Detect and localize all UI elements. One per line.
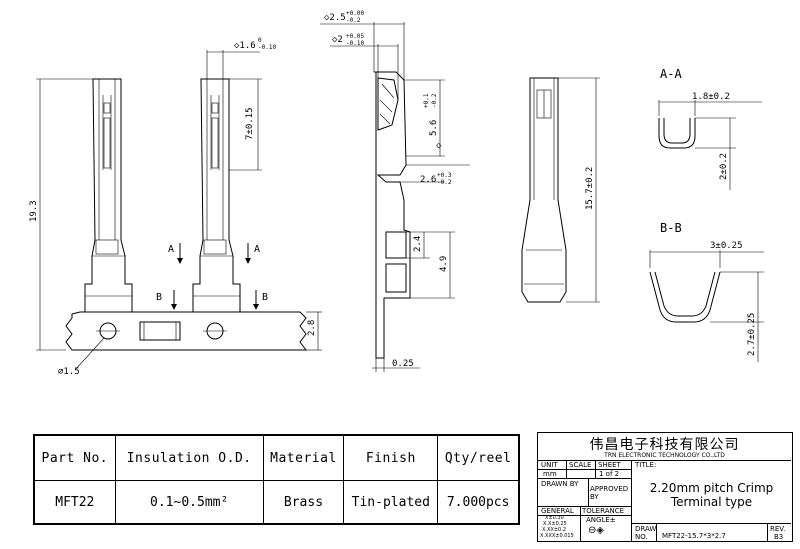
dim-1-6: ◇1.6 [234,41,256,51]
dim-2-6-tol-lower: -0.2 [437,179,452,186]
dim-2-6-tol-upper: +0.3 [437,172,452,179]
section-b-right: B [262,292,268,303]
spec-header-row: Part No. Insulation O.D. Material Finish… [33,434,520,481]
sheet-label: SHEET [598,461,621,469]
header-qty: Qty/reel [437,434,520,481]
dim-2-tol-lower: -0.10 [346,40,364,47]
aa-width: 1.8±0.2 [692,92,730,102]
tol-2: X.X±0.25 [543,521,567,527]
draw-no-label-1: DRAW [635,525,657,533]
section-b-left: B [156,292,162,303]
tol-4: X.XXX±0.015 [540,533,574,539]
title-block: 伟昌电子科技有限公司 TRN ELECTRONIC TECHNOLOGY CO.… [537,432,793,542]
dim-1-5: ⌀1.5 [58,367,80,377]
front-view [36,50,322,371]
rev-value: B3 [774,533,784,541]
angle-label: ANGLE± [586,516,616,524]
side-view [320,22,470,372]
dim-0-25: 0.25 [392,359,414,369]
unit-label: UNIT [541,461,558,469]
dim-2-5: ◇2.5 [324,13,346,23]
draw-no: MFT22-15.7*3*2.7 [662,532,726,540]
company-cn: 伟昌电子科技有限公司 [589,437,740,453]
dim-2-4: 2.4 [413,236,423,252]
rev-label: REV. [770,525,786,533]
dim-2-tol-upper: +0.05 [346,33,364,40]
draw-no-label-2: NO. [635,533,648,541]
projection-symbol-icon: ⊖◈ [588,525,605,536]
cell-material: Brass [262,480,345,525]
cell-part-no: MFT22 [33,480,116,525]
header-finish: Finish [343,434,439,481]
dim-2-5-tol-upper: +0.00 [346,10,364,17]
drawn-by-label: DRAWN BY [541,480,579,488]
tol-1: X±0.30 [545,515,564,521]
scale-label: SCALE [569,461,592,469]
company-en: TRN ELECTRONIC TECHNOLOGY CO.,LTD [604,452,725,459]
dim-5-6: 5.6 [429,120,439,136]
general-label: GENERAL [541,507,574,515]
cell-qty: 7.000pcs [437,480,520,525]
header-material: Material [262,434,345,481]
dim-19-3: 19.3 [29,200,39,222]
section-bb [649,250,764,362]
title-label: TITLE: [635,461,657,469]
dim-7: 7±0.15 [245,107,255,140]
tol-3: X.XX±0.2 [542,527,567,533]
aa-height: 2±0.2 [719,153,729,180]
section-aa [658,100,762,190]
dim-1-6-tol-lower: -0.10 [258,44,276,51]
sheet-value: 1 of 2 [599,470,620,478]
title-line-2: Terminal type [670,495,753,509]
section-a-right: A [254,244,260,255]
section-bb-label: B-B [660,221,682,235]
dim-2-8: 2.8 [307,320,317,336]
dim-2: ◇2 [332,35,343,45]
section-aa-label: A-A [660,67,682,81]
approved-label-2: BY [590,493,599,501]
spec-table: Part No. Insulation O.D. Material Finish… [33,434,520,525]
technical-drawing: ◇2.5 +0.00 -0.2 ◇2 +0.05 -0.10 ◇1.6 0 -0… [29,10,764,377]
dim-diamond: ◇ [436,141,442,151]
header-insulation: Insulation O.D. [114,434,264,481]
title-line-1: 2.20mm pitch Crimp [649,481,774,495]
dim-2-5-tol-lower: -0.2 [346,17,361,24]
dim-5-6-tol-upper: +0.1 [423,93,430,108]
back-view [521,77,600,303]
dim-15-7: 15.7±0.2 [585,167,595,210]
unit-value: mm [543,470,557,478]
section-a-left: A [168,244,174,255]
dim-4-9: 4.9 [439,256,449,272]
tolerance-label: TOLERANCE [582,507,625,515]
dim-2-6: 2.6 [420,175,436,185]
dimension-labels: ◇2.5 +0.00 -0.2 ◇2 +0.05 -0.10 ◇1.6 0 -0… [29,10,757,377]
dim-5-6-tol-lower: -0.2 [431,93,438,108]
cell-insulation: 0.1~0.5mm² [114,480,264,525]
dim-1-6-tol-upper: 0 [258,37,262,44]
spec-data-row: MFT22 0.1~0.5mm² Brass Tin-plated 7.000p… [33,480,520,525]
approved-label-1: APPROVED [590,485,629,493]
cell-finish: Tin-plated [343,480,439,525]
bb-height: 2.7±0.25 [747,313,757,356]
header-part-no: Part No. [33,434,116,481]
bb-width: 3±0.25 [710,241,743,251]
